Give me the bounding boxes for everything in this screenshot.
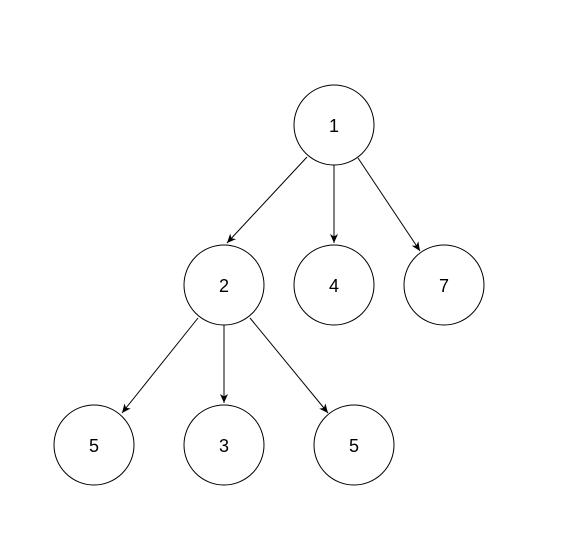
edge-2-to-5b bbox=[249, 317, 329, 414]
node-label: 4 bbox=[329, 276, 339, 296]
node-circle bbox=[313, 404, 395, 486]
tree-node-3: 3 bbox=[183, 404, 265, 486]
edge-1-to-7 bbox=[357, 157, 421, 252]
edges bbox=[121, 156, 421, 414]
tree-node-5-right: 5 bbox=[313, 404, 395, 486]
node-label: 7 bbox=[439, 276, 449, 296]
tree-node-1: 1 bbox=[293, 84, 375, 166]
node-label: 5 bbox=[349, 436, 359, 456]
node-label: 2 bbox=[219, 276, 229, 296]
node-circle bbox=[403, 244, 485, 326]
node-circle bbox=[183, 404, 265, 486]
tree-node-4: 4 bbox=[293, 244, 375, 326]
edge-2-to-5a bbox=[121, 317, 199, 414]
edge-1-to-2 bbox=[226, 156, 308, 244]
node-label: 1 bbox=[329, 116, 339, 136]
node-circle bbox=[293, 244, 375, 326]
tree-node-2: 2 bbox=[183, 244, 265, 326]
tree-node-7: 7 bbox=[403, 244, 485, 326]
node-label: 5 bbox=[89, 436, 99, 456]
tree-node-5-left: 5 bbox=[53, 404, 135, 486]
node-label: 3 bbox=[219, 436, 229, 456]
node-circle bbox=[53, 404, 135, 486]
node-circle bbox=[183, 244, 265, 326]
node-circle bbox=[293, 84, 375, 166]
